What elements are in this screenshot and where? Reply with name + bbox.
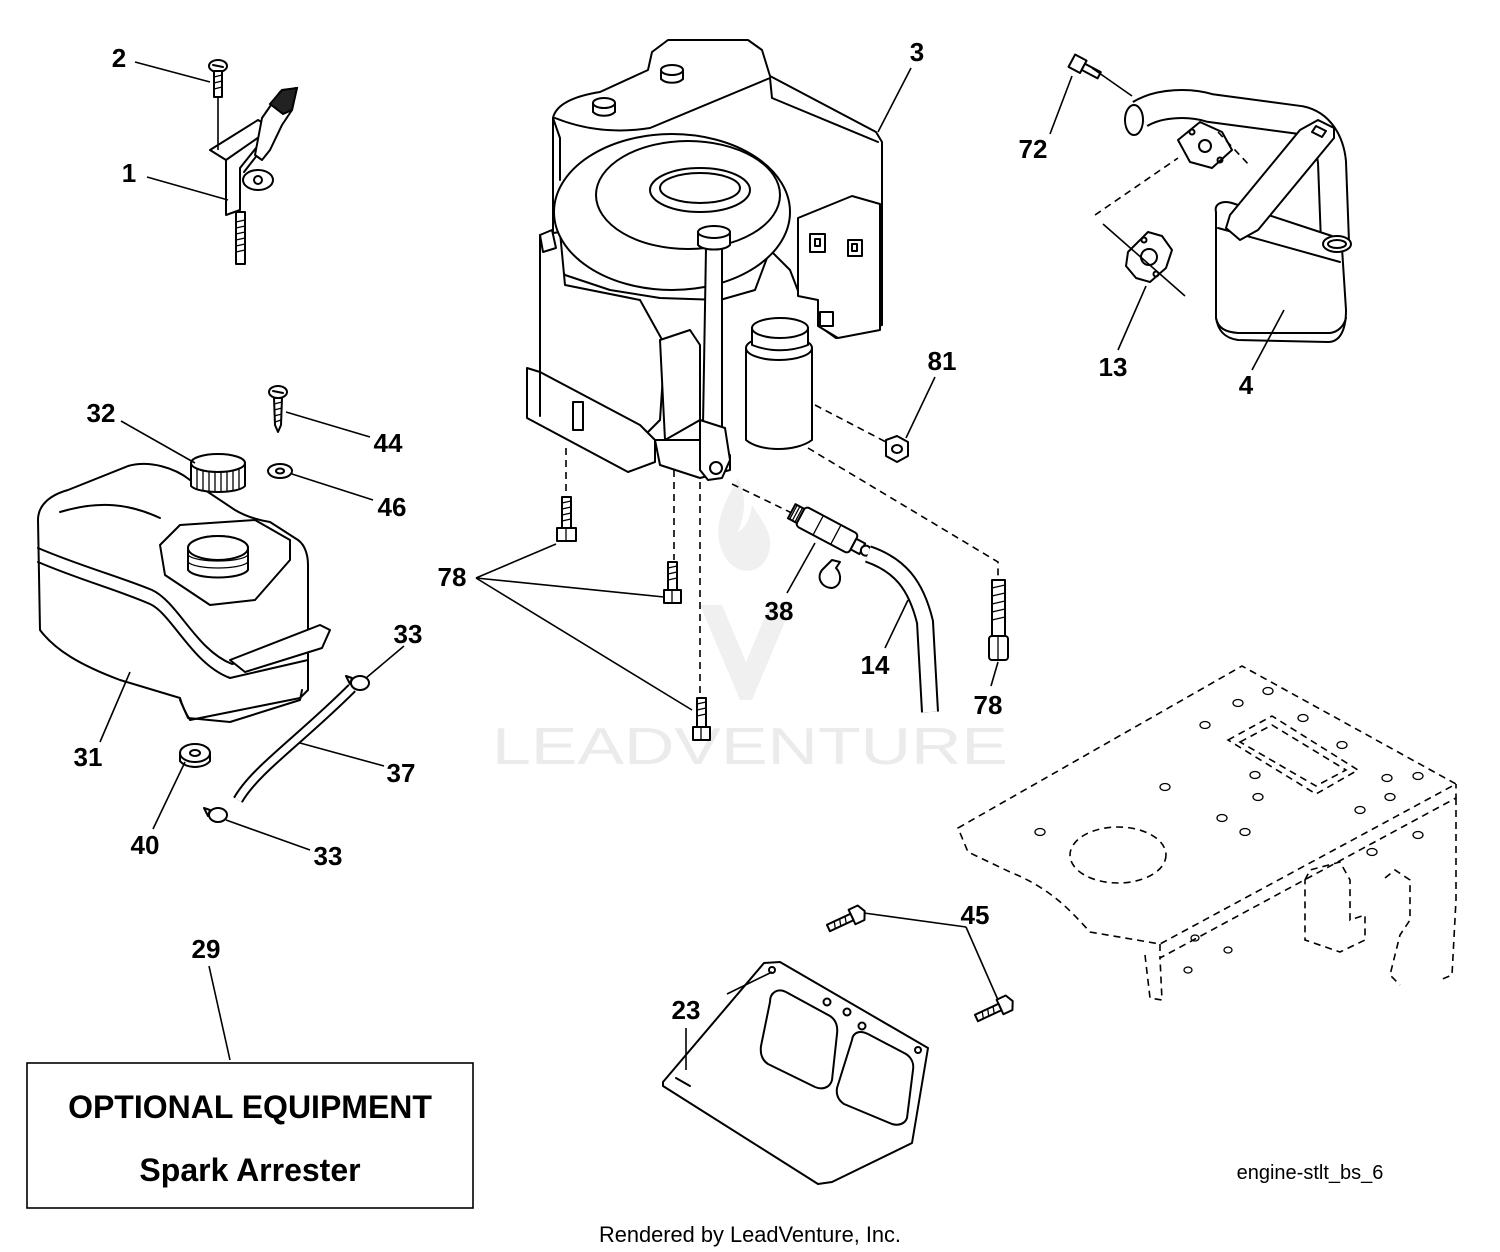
optional-equipment-item: Spark Arrester: [139, 1152, 360, 1188]
callout-37: 37: [387, 758, 416, 788]
leader-line-33-top: [365, 645, 405, 679]
leader-line-78-c: [475, 577, 693, 711]
callout-3: 3: [910, 37, 924, 67]
hose-clamp-part-33-bottom: [203, 807, 228, 823]
fuel-filter-part-38: [786, 503, 872, 589]
engine-part-3: [526, 39, 883, 481]
leader-line-4: [1251, 309, 1285, 371]
leader-line-1: [146, 176, 229, 201]
leader-line-33-bottom: [225, 819, 311, 851]
optional-equipment-box: OPTIONAL EQUIPMENT Spark Arrester: [26, 1062, 474, 1209]
leader-line-37: [299, 742, 385, 767]
callout-33-bottom: 33: [314, 841, 343, 871]
leader-line-38: [786, 542, 816, 594]
leader-line-13: [1117, 285, 1147, 351]
nut-part-81: [885, 435, 909, 463]
callout-labels: 2 1 3 72 13 4 81 32 44 46 78 38 14 78 33…: [74, 37, 1254, 1025]
gasket-part-13: [1125, 231, 1173, 283]
engine-mounting-plate: [956, 665, 1458, 1001]
callout-4: 4: [1239, 370, 1254, 400]
callout-40: 40: [131, 830, 160, 860]
leader-line-23-a: [726, 971, 773, 995]
bolt-part-78-a: [556, 496, 577, 542]
callout-14: 14: [861, 650, 890, 680]
screw-part-2: [208, 59, 228, 150]
callout-31: 31: [74, 742, 103, 772]
fuel-tank-part-31: [37, 462, 331, 723]
callout-2: 2: [112, 43, 126, 73]
leader-line-81: [905, 376, 936, 439]
callout-13: 13: [1099, 352, 1128, 382]
callout-78-right: 78: [974, 690, 1003, 720]
leader-line-46: [291, 473, 374, 501]
optional-equipment-heading: OPTIONAL EQUIPMENT: [68, 1089, 432, 1125]
leader-line-40: [152, 761, 186, 830]
hose-clamp-part-33-top: [345, 675, 370, 691]
callout-29: 29: [192, 934, 221, 964]
muffler-part-4: [1124, 89, 1352, 343]
screw-part-45-a: [825, 904, 866, 933]
bolt-part-78-c: [692, 697, 711, 741]
leader-line-29: [208, 965, 231, 1061]
watermark-text: LEADVENTURE: [492, 718, 1008, 776]
callout-1: 1: [122, 158, 136, 188]
leader-line-32: [120, 420, 196, 464]
leader-line-72: [1049, 75, 1073, 135]
leader-line-3: [877, 67, 912, 133]
fuel-cap-part-32: [190, 453, 246, 493]
watermark-logo: [700, 478, 792, 700]
leader-line-78-b: [475, 577, 665, 598]
screw-part-45-b: [973, 994, 1014, 1023]
leader-line-78-a: [475, 543, 557, 579]
callout-81: 81: [928, 346, 957, 376]
fuel-hose-part-14: [864, 545, 939, 713]
leader-line-45-a: [863, 912, 967, 928]
grommet-part-40: [179, 743, 211, 768]
bolt-part-78-b: [663, 561, 682, 604]
callout-33-top: 33: [394, 619, 423, 649]
diagram-id-label: engine-stlt_bs_6: [1237, 1162, 1384, 1184]
washer-part-46: [267, 463, 293, 479]
callout-45: 45: [961, 900, 990, 930]
leader-line-45-b: [965, 926, 999, 1001]
leader-lines: [99, 61, 1285, 1070]
bolt-part-78-d: [988, 579, 1009, 661]
bolt-part-72: [1067, 53, 1102, 80]
callout-72: 72: [1019, 134, 1048, 164]
engine-alignment-lines: [565, 404, 999, 696]
screw-part-44: [268, 385, 288, 433]
leader-line-31: [99, 671, 131, 743]
leader-line-78-d: [990, 661, 999, 687]
callout-46: 46: [378, 492, 407, 522]
fuel-line-part-37: [233, 684, 356, 803]
callout-32: 32: [87, 398, 116, 428]
footer-credit: Rendered by LeadVenture, Inc.: [599, 1222, 901, 1247]
leader-line-14: [884, 599, 909, 649]
leader-line-44: [285, 411, 371, 438]
callout-38: 38: [765, 596, 794, 626]
callout-44: 44: [374, 428, 403, 458]
leader-line-2: [134, 61, 211, 83]
muffler-alignment-lines: [1091, 67, 1251, 297]
shield-part-23: [662, 961, 929, 1185]
callout-78-left: 78: [438, 562, 467, 592]
callout-23: 23: [672, 995, 701, 1025]
throttle-control-part-1: [209, 86, 299, 265]
